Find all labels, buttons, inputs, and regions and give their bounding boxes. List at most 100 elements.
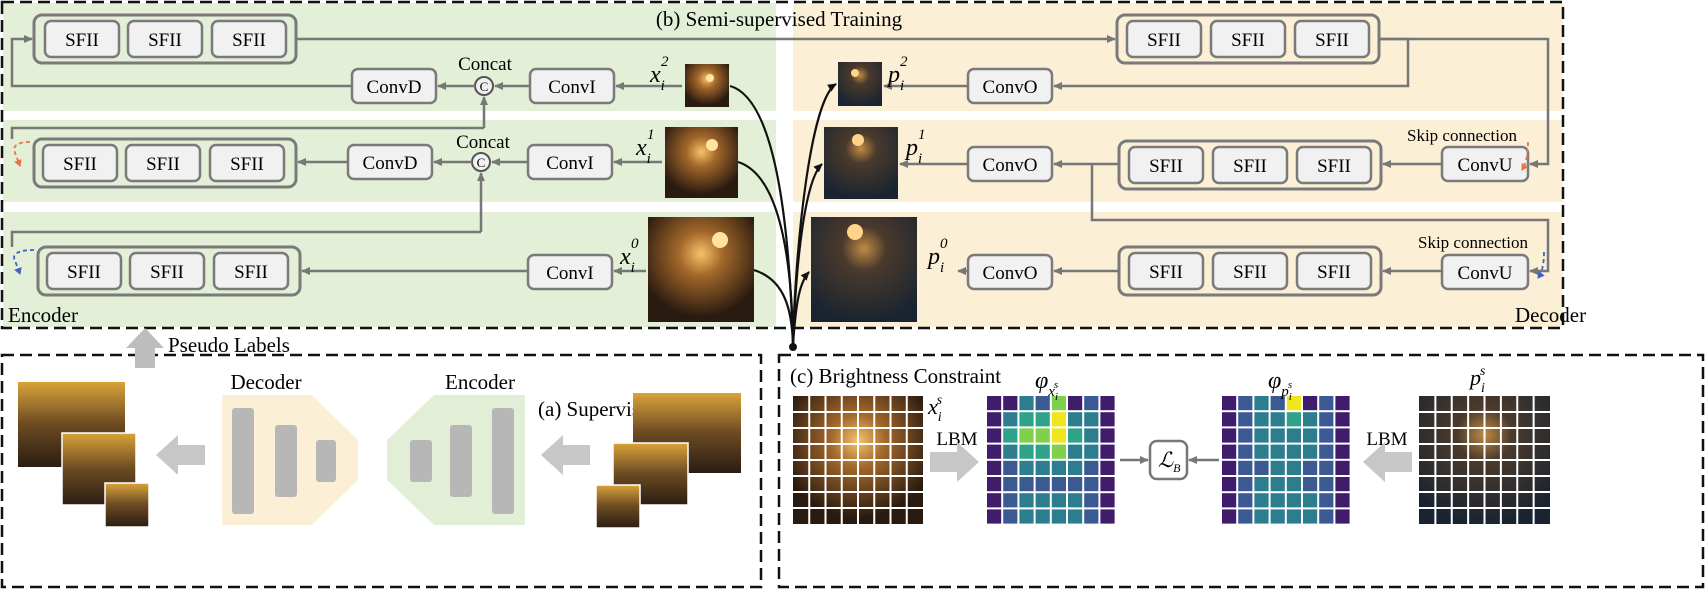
heatmap-cell [1035, 444, 1050, 459]
skip-connections: Skip connection Skip connection [13, 126, 1545, 279]
sfii-label: SFII [65, 30, 99, 51]
heatmap-cell [1286, 477, 1301, 492]
sfii-blocks: SFII SFII SFII SFII SFII SFII SFII SFII … [41, 19, 1373, 291]
heatmap-cell [1254, 428, 1269, 443]
heatmap-cell [1051, 477, 1066, 492]
heatmap-cell [1286, 412, 1301, 427]
heatmap-cell [1335, 509, 1350, 524]
level-2: 2 [900, 54, 908, 70]
heatmap-cell [1019, 396, 1034, 411]
supervised-encoder: Encoder [387, 370, 525, 525]
sfii-label: SFII [234, 262, 268, 283]
lbm-label: LBM [1366, 429, 1407, 450]
level-1: 1 [647, 127, 655, 143]
heatmap-cell [1319, 509, 1334, 524]
xs-label: xis [927, 393, 943, 425]
input-image-0 [648, 217, 754, 322]
supervised-frame [0, 353, 763, 589]
sfii-label: SFII [1315, 30, 1349, 51]
brightness-image-x [793, 396, 923, 524]
heatmap-cell [1068, 493, 1083, 508]
heatmap-cell [1319, 493, 1334, 508]
decoder-corner-label: Decoder [1515, 303, 1586, 327]
heatmap-cell [1035, 428, 1050, 443]
heatmap-cell [1100, 444, 1115, 459]
heatmap-cell [1286, 396, 1301, 411]
heatmap-cell [1035, 412, 1050, 427]
scale-labels: xi 2 xi 1 xi 0 pi 2 pi 1 pi 0 [619, 54, 948, 276]
heatmap-cell [1003, 509, 1018, 524]
svg-text:ℒB: ℒB [1158, 448, 1181, 475]
heatmap-cell [1051, 396, 1066, 411]
heatmap-cell [1270, 509, 1285, 524]
convo-label: ConvO [983, 263, 1038, 284]
heatmap-cell [1100, 412, 1115, 427]
heatmap-cell [987, 509, 1002, 524]
sfii-label: SFII [67, 262, 101, 283]
heatmap-cell [1286, 460, 1301, 475]
left-arrow-icon [541, 435, 590, 475]
convi-label: ConvI [546, 153, 594, 174]
heatmap-cell [1084, 460, 1099, 475]
heatmap-cell [1222, 493, 1237, 508]
heatmap-cell [1003, 428, 1018, 443]
heatmap-cell [1003, 396, 1018, 411]
input-images [648, 64, 754, 322]
svg-text:xi: xi [649, 62, 665, 94]
heatmap-cell [1068, 396, 1083, 411]
heatmap-cell [1084, 396, 1099, 411]
concat-symbol: C [480, 79, 489, 94]
sfii-label: SFII [1149, 262, 1183, 283]
heatmap-cell [1068, 412, 1083, 427]
heatmap-cell [1222, 444, 1237, 459]
heatmap-cell [1254, 412, 1269, 427]
supervised-encoder-label: Encoder [445, 370, 515, 394]
heatmap-cell [1270, 396, 1285, 411]
concat-label: Concat [458, 54, 513, 75]
lbm-label: LBM [936, 429, 977, 450]
svg-text:pi: pi [904, 135, 922, 167]
heatmap-p [1222, 396, 1350, 524]
heatmap-cell [1319, 412, 1334, 427]
heatmap-cell [1254, 396, 1269, 411]
heatmap-cell [1100, 396, 1115, 411]
supervised-decoder: Decoder [222, 370, 358, 525]
encoder-sfii-group-mid [32, 137, 298, 189]
heatmap-cell [1286, 509, 1301, 524]
heatmap-cell [987, 444, 1002, 459]
heatmap-cell [1270, 460, 1285, 475]
heatmap-cell [1084, 444, 1099, 459]
heatmap-cell [987, 412, 1002, 427]
sfii-label: SFII [232, 30, 266, 51]
brightness-frame [777, 353, 1705, 589]
left-arrow-icon [156, 435, 205, 475]
supervised-input-stack [595, 393, 741, 529]
heatmap-cell [1254, 444, 1269, 459]
heatmap-cell [1035, 460, 1050, 475]
heatmap-cell [1051, 428, 1066, 443]
heatmap-cell [1068, 460, 1083, 475]
heatmap-cell [987, 493, 1002, 508]
heatmap-cell [1019, 493, 1034, 508]
heatmap-cell [1068, 428, 1083, 443]
heatmap-cell [1051, 509, 1066, 524]
gray-connections [10, 35, 1550, 275]
level-0: 0 [631, 236, 639, 252]
convo-label: ConvO [983, 155, 1038, 176]
encoder-corner-label: Encoder [8, 303, 78, 327]
heatmap-cell [1222, 509, 1237, 524]
heatmap-cell [1051, 460, 1066, 475]
heatmap-cell [1003, 412, 1018, 427]
svg-text:xi: xi [635, 135, 651, 167]
right-arrow-icon [930, 442, 979, 482]
heatmap-cell [1335, 412, 1350, 427]
sfii-label: SFII [146, 154, 180, 175]
heatmap-cell [1254, 460, 1269, 475]
heatmap-cell [1238, 428, 1253, 443]
heatmap-cell [1051, 444, 1066, 459]
heatmap-cell [1019, 428, 1034, 443]
heatmap-cell [1100, 477, 1115, 492]
input-image-1 [665, 127, 738, 198]
heatmap-cell [1084, 493, 1099, 508]
heatmap-cell [1100, 493, 1115, 508]
